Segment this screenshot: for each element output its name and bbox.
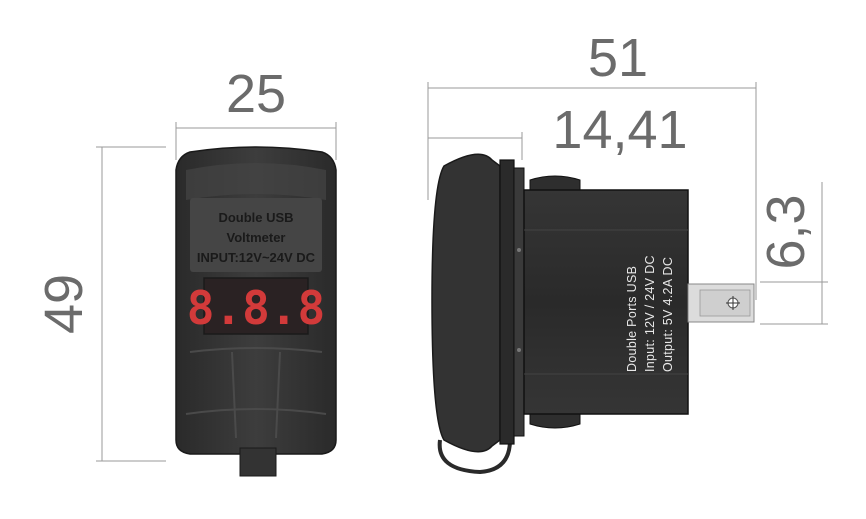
front-height-label: 49 bbox=[34, 274, 94, 334]
side-depth-label: 14,41 bbox=[552, 100, 687, 160]
front-width-dimension: 25 bbox=[175, 64, 337, 160]
side-length-label: 51 bbox=[588, 28, 648, 88]
side-bezel bbox=[431, 153, 501, 453]
front-view: 25 49 Double USB Voltmeter INPUT:12V~24V… bbox=[34, 64, 337, 477]
terminal-hole-icon bbox=[726, 296, 740, 310]
front-label-line1: Double USB bbox=[218, 210, 293, 225]
side-flange bbox=[499, 159, 515, 445]
front-width-label: 25 bbox=[226, 64, 286, 124]
side-label-line1: Double Ports USB bbox=[625, 266, 639, 372]
front-label-line3: INPUT:12V~24V DC bbox=[197, 250, 316, 265]
side-label-line2: Input: 12V / 24V DC bbox=[643, 255, 657, 372]
side-label-line3: Output: 5V 4.2A DC bbox=[661, 257, 675, 372]
front-label-line2: Voltmeter bbox=[227, 230, 286, 245]
front-height-dimension: 49 bbox=[34, 146, 166, 462]
side-body bbox=[523, 189, 689, 415]
front-label-plate bbox=[190, 198, 322, 272]
voltmeter-display bbox=[203, 277, 309, 335]
side-length-dimension: 51 bbox=[427, 28, 757, 300]
terminal-offset-dimension: 6,3 bbox=[756, 182, 828, 325]
side-view: 51 14,41 6,3 Double Ports USB bbox=[427, 28, 828, 475]
front-bottom-tab bbox=[239, 447, 277, 477]
terminal-offset-label: 6,3 bbox=[756, 194, 816, 269]
voltmeter-digits: 8.8.8 bbox=[187, 281, 325, 335]
side-depth-dimension: 14,41 bbox=[428, 100, 688, 160]
